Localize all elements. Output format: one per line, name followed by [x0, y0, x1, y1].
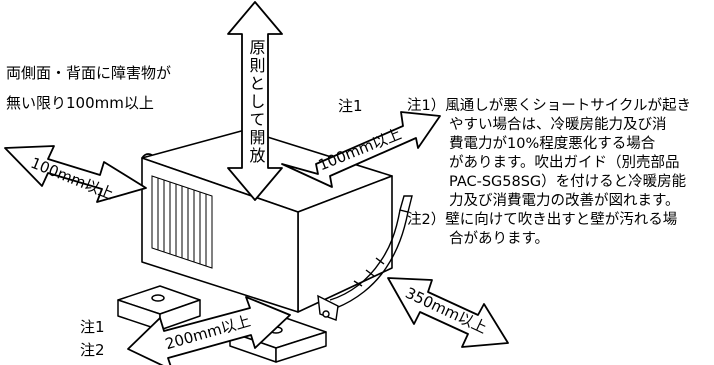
outdoor-unit — [141, 129, 393, 313]
note-marker-bottom-2: 注2 — [80, 341, 105, 359]
note2-line-1: 注2）壁に向けて吹き出すと壁が汚れる場 — [407, 212, 678, 228]
note2-line-2: 合があります。 — [449, 231, 550, 247]
note1-line-2: やすい場合は、冷暖房能力及び消 — [449, 117, 667, 133]
refrigerant-piping — [317, 195, 413, 321]
label-top-arrow: 原則として開放 — [247, 39, 266, 165]
note1-line-4: があります。吹出ガイド（別売部品 — [449, 155, 680, 171]
note-marker-bottom-1: 注1 — [80, 318, 105, 336]
note1-line-3: 費電力が10%程度悪化する場合 — [449, 136, 656, 152]
left-clearance-arrow — [4, 145, 147, 203]
right-clearance-arrow — [387, 277, 509, 348]
top-clearance-arrow — [227, 1, 283, 201]
side-back-clearance-text-line1: 両側面・背面に障害物が — [6, 64, 172, 82]
notes-block: 注1）風通しが悪くショートサイクルが起き やすい場合は、冷暖房能力及び消 費電力… — [407, 97, 712, 249]
back-clearance-arrow — [281, 111, 441, 188]
unit-front-face — [141, 157, 299, 313]
note1-line-1: 注1）風通しが悪くショートサイクルが起き — [407, 98, 691, 114]
note-marker-top: 注1 — [338, 97, 363, 115]
side-back-clearance-text-line2: 無い限り100mm以上 — [6, 94, 154, 112]
unit-grille — [151, 175, 213, 269]
note1-line-5: PAC-SG58SG）を付けると冷暖房能 — [449, 174, 687, 190]
front-clearance-arrow — [127, 296, 291, 365]
note1-line-6: 力及び消費電力の改善が図れます。 — [449, 193, 680, 209]
